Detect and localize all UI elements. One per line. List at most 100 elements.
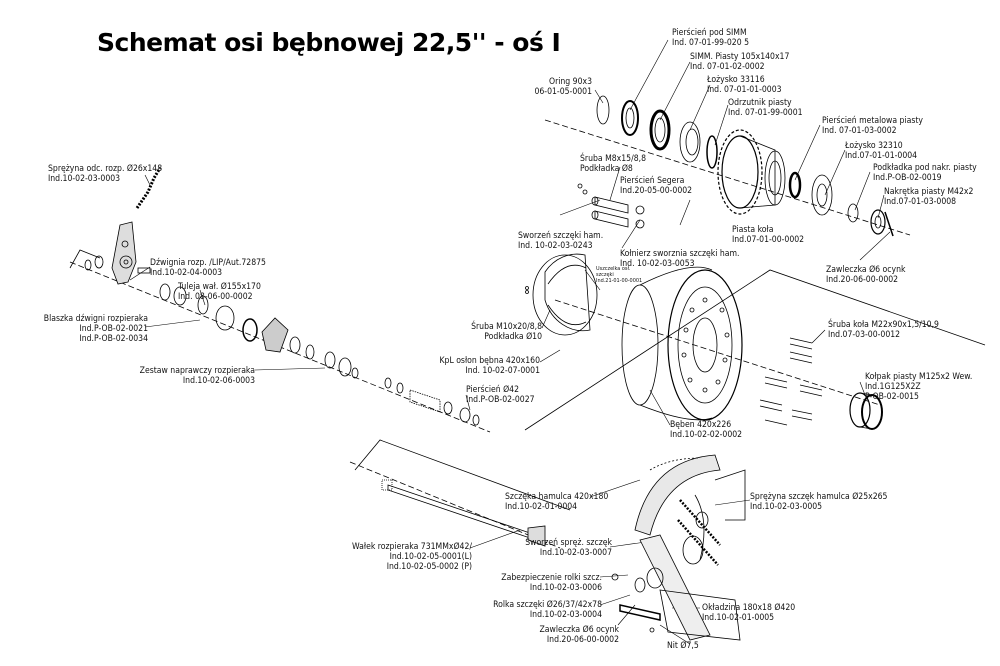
anchor-pins-part [577,183,645,229]
label-code: Ind.P-OB-02-0027 [466,395,535,405]
label-code: Ind. 07-01-03-0002 [822,126,897,136]
label-code: Ind. 07-01-99-020 5 [672,38,750,48]
diagram-title: Schemat osi bębnowej 22,5'' - oś I [97,28,561,57]
label-name: Nakrętka piasty M42x2 [884,187,974,197]
label-nit: Nit Ø7,5 [667,641,699,651]
label-code: Ind. 10-02-03-0243 [518,241,593,251]
label-name: Odrzutnik piasty [728,98,792,108]
label-code: Ind.20-06-00-0002 [826,275,899,285]
label-name: Pierścień Ø42 [466,385,520,395]
deflector-part [706,135,718,169]
label-code: Ind.07-03-00-0012 [828,330,901,340]
label-code: Podkładka Ø10 [484,332,542,342]
label-name: Łożysko 32310 [845,141,903,151]
label-name: Łożysko 33116 [707,75,765,85]
label-walek: Wałek rozpieraka 731MMxØ42/Ind.10-02-05-… [330,542,472,572]
label-code: Ind.21-01-00-0001 [596,278,643,284]
camshaft-parts [84,255,480,426]
label-code: Ind.10-02-04-0003 [150,268,223,278]
leader-lines [129,39,891,645]
label-code: Ind.10-02-01-0005 [702,613,775,623]
label-code: Ind.10-02-01-0004 [505,502,578,512]
label-name: Okładzina 180x18 Ø420 [702,603,796,613]
label-sworzen-szczeki: Sworzeń szczęki ham.Ind. 10-02-03-0243 [518,231,603,251]
label-code: Ind.07-01-03-0008 [884,197,957,207]
label-code-1: Ind.P-OB-02-0021 [79,324,148,334]
label-name: Śruba M10x20/8,8 [471,322,542,332]
label-name: Podkładka pod nakr. piasty [873,163,977,173]
label-name: Uszczelka osł. [596,266,631,272]
label-name: KpL osłon bębna 420x160 [439,356,540,366]
label-code: 06-01-05-0001 [534,87,592,97]
label-code: Ind.07-01-00-0002 [732,235,805,245]
dust-shield-part [525,253,598,336]
label-kolnierz: Kołnierz sworznia szczęki ham.Ind. 10-02… [620,249,739,269]
slack-adjuster-part [111,221,151,285]
label-name: Oring 90x3 [548,77,592,87]
label-code: Ind.P-OB-02-0019 [873,173,942,183]
drum-axis-line [554,299,881,406]
label-name: Blaszka dźwigni rozpieraka [43,314,148,324]
label-code: Podkładka Ø8 [580,164,633,174]
label-name: Wałek rozpieraka 731MMxØ42/ [352,542,472,552]
label-code: Ind. 08-06-00-0002 [178,292,253,302]
label-code-1: Ind.10-02-05-0001(L) [389,552,472,562]
hub-seal-part [649,109,671,151]
label-name: Piasta koła [732,225,774,235]
label-code-1: Ind.1G125X2Z [865,382,921,392]
hub-cap-part [849,392,883,430]
metal-ring-part [788,171,802,199]
label-code: Ind. 10-02-03-0053 [620,259,695,269]
label-name: SIMM. Piasty 105x140x17 [690,52,790,62]
return-spring-part [135,167,162,209]
label-code: Ind. 07-01-02-0002 [690,62,765,72]
label-code: Ind.07-01-01-0004 [845,151,918,161]
label-name-2: szczęki [596,272,614,278]
label-name: Dźwignia rozp. /LIP/Aut.72875 [150,258,266,268]
label-code-2: Ind.10-02-05-0002 (P) [386,562,472,572]
label-name: Zawleczka Ø6 ocynk [826,265,906,275]
label-zabezpieczenie: Zabezpieczenie rolki szcz.Ind.10-02-03-0… [480,573,602,593]
label-name: Szczęka hamulca 420x180 [505,492,609,502]
label-name: Sworzeń szczęki ham. [518,231,604,241]
label-code: Ind. 07-01-99-0001 [728,108,803,118]
label-code: Ind.10-02-03-0005 [750,502,823,512]
label-code: Ind.20-05-00-0002 [620,186,693,196]
hub-part [717,129,786,215]
hub-axis-line [544,119,911,236]
label-name: Śruba koła M22x90x1,5/10,9 [828,320,939,330]
label-code: Ind.10-02-06-0003 [182,376,255,386]
bearing-32310-part [811,174,833,216]
label-name: Śruba M8x15/8,8 [580,154,646,164]
label-code: Ind. 10-02-07-0001 [465,366,540,376]
brake-drum-part [621,266,743,421]
label-code: Ind.10-02-03-0004 [529,610,602,620]
label-code: Ind. 07-01-01-0003 [707,85,782,95]
brake-shoe-part [611,454,746,641]
label-name: Bęben 420x226 [670,420,732,430]
